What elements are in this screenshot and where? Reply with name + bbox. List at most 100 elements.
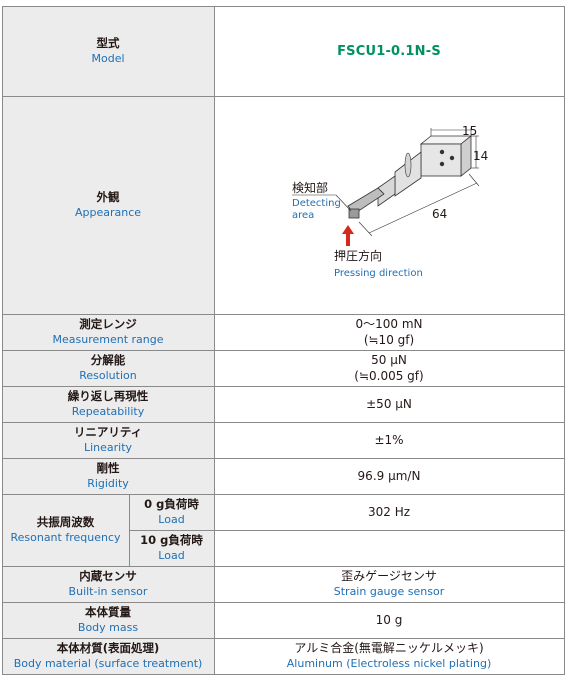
load-10g-label-jp: 10 g負荷時 — [140, 533, 203, 547]
body-material-label-cell: 本体材質(表面処理) Body material (surface treatm… — [2, 638, 214, 674]
rule-row-4 — [2, 386, 564, 387]
rule-row-2 — [2, 314, 564, 315]
built-in-sensor-label-cell: 内蔵センサ Built-in sensor — [2, 566, 214, 602]
measurement-range-value-cell: 0〜100 mN (≒10 gf) — [214, 314, 564, 350]
repeatability-label-cell: 繰り返し再現性 Repeatability — [2, 386, 214, 422]
linearity-value-cell: ±1% — [214, 422, 564, 458]
pressing-arrow-icon — [342, 225, 354, 246]
model-label-jp: 型式 — [96, 36, 120, 50]
rule-row-10 — [2, 602, 564, 603]
body-material-label-jp: 本体材質(表面処理) — [56, 641, 160, 655]
screw-hole-2 — [449, 155, 455, 161]
built-in-sensor-label-en: Built-in sensor — [68, 585, 148, 598]
measurement-range-value-2: (≒10 gf) — [363, 333, 415, 347]
rigidity-label-jp: 剛性 — [96, 461, 120, 475]
resonant-frequency-label-cell: 共振周波数 Resonant frequency — [2, 494, 129, 566]
rule-row-8 — [129, 530, 564, 531]
rule-row-6 — [2, 458, 564, 459]
load-0g-label-en: Load — [158, 513, 185, 526]
resolution-value-1: 50 μN — [371, 353, 407, 367]
resolution-value-2: (≒0.005 gf) — [354, 369, 424, 383]
built-in-sensor-value-en: Strain gauge sensor — [333, 585, 445, 598]
pressing-direction-en: Pressing direction — [334, 268, 423, 279]
body-mass-label-cell: 本体質量 Body mass — [2, 602, 214, 638]
dim-length-label: 64 — [432, 207, 447, 221]
load-0g-label-cell: 0 g負荷時 Load — [129, 494, 214, 530]
pressing-direction-jp: 押圧方向 — [334, 248, 382, 263]
built-in-sensor-value-jp: 歪みゲージセンサ — [341, 569, 437, 583]
load-10g-label-cell: 10 g負荷時 Load — [129, 530, 214, 566]
built-in-sensor-label-jp: 内蔵センサ — [79, 569, 137, 583]
resolution-label-cell: 分解能 Resolution — [2, 350, 214, 386]
rigidity-label-cell: 剛性 Rigidity — [2, 458, 214, 494]
resolution-label-en: Resolution — [79, 369, 137, 382]
linearity-label-jp: リニアリティ — [73, 425, 143, 439]
linearity-label-cell: リニアリティ Linearity — [2, 422, 214, 458]
model-label-en: Model — [91, 52, 125, 65]
appearance-drawing-cell: 15 14 64 検知部 Detecting area 押圧方向 Pressin… — [214, 96, 564, 314]
appearance-label-jp: 外観 — [96, 190, 120, 204]
resonant-frequency-label-en: Resonant frequency — [10, 531, 121, 544]
measurement-range-label-en: Measurement range — [52, 333, 164, 346]
body-mass-value: 10 g — [375, 613, 403, 627]
linearity-label-en: Linearity — [83, 441, 133, 454]
detecting-area-en-2: area — [292, 210, 314, 221]
built-in-sensor-value-cell: 歪みゲージセンサ Strain gauge sensor — [214, 566, 564, 602]
load-0g-value-cell: 302 Hz — [214, 494, 564, 530]
sensor-neck — [377, 175, 396, 207]
rule-row-1 — [2, 96, 564, 97]
dim-length-ext-2 — [468, 173, 480, 187]
measurement-range-label-cell: 測定レンジ Measurement range — [2, 314, 214, 350]
tip-head — [348, 208, 360, 219]
block-front-face — [420, 143, 462, 177]
body-ring — [404, 152, 412, 178]
body-material-value-en: Aluminum (Electroless nickel plating) — [286, 657, 492, 670]
resolution-value-cell: 50 μN (≒0.005 gf) — [214, 350, 564, 386]
repeatability-label-en: Repeatability — [71, 405, 145, 418]
dim-length-line — [368, 182, 478, 234]
rule-row-9 — [2, 566, 564, 567]
dim-length-ext-1 — [358, 221, 373, 237]
dim-width-label: 15 — [462, 124, 477, 138]
load-0g-value: 302 Hz — [367, 505, 411, 519]
rule-center — [214, 6, 215, 675]
rule-left — [2, 6, 3, 675]
detecting-area-en-1: Detecting — [292, 198, 341, 209]
rule-row-7 — [2, 494, 564, 495]
rule-right — [564, 6, 565, 675]
appearance-label-cell: 外観 Appearance — [2, 96, 214, 314]
rule-bottom — [2, 674, 564, 675]
rigidity-value: 96.9 μm/N — [357, 469, 421, 483]
linearity-value: ±1% — [374, 433, 404, 447]
repeatability-value-cell: ±50 μN — [214, 386, 564, 422]
load-10g-label-en: Load — [158, 549, 185, 562]
model-value: FSCU1-0.1N-S — [337, 43, 441, 59]
rule-resonant-split — [129, 494, 130, 566]
rigidity-label-en: Rigidity — [87, 477, 129, 490]
screw-hole-3 — [439, 161, 445, 167]
model-label-cell: 型式 Model — [2, 6, 214, 96]
body-material-label-en: Body material (surface treatment) — [13, 657, 203, 670]
rule-row-3 — [2, 350, 564, 351]
load-0g-label-jp: 0 g負荷時 — [144, 497, 199, 511]
measurement-range-label-jp: 測定レンジ — [79, 317, 137, 331]
rule-row-5 — [2, 422, 564, 423]
appearance-label-en: Appearance — [74, 206, 142, 219]
body-mass-value-cell: 10 g — [214, 602, 564, 638]
resonant-frequency-label-jp: 共振周波数 — [36, 515, 95, 529]
load-10g-value-cell — [214, 530, 564, 566]
body-mass-label-jp: 本体質量 — [85, 605, 131, 619]
detecting-leader-d — [335, 194, 352, 212]
detecting-area-jp: 検知部 — [292, 180, 328, 195]
resolution-label-jp: 分解能 — [90, 353, 126, 367]
sensor-drawing: 15 14 64 検知部 Detecting area 押圧方向 Pressin… — [292, 124, 488, 279]
body-mass-label-en: Body mass — [77, 621, 139, 634]
rule-top — [2, 6, 564, 7]
model-value-cell: FSCU1-0.1N-S — [214, 6, 564, 96]
body-material-value-cell: アルミ合金(無電解ニッケルメッキ) Aluminum (Electroless … — [214, 638, 564, 674]
rigidity-value-cell: 96.9 μm/N — [214, 458, 564, 494]
rule-row-11 — [2, 638, 564, 639]
repeatability-value: ±50 μN — [366, 397, 412, 411]
body-material-value-jp: アルミ合金(無電解ニッケルメッキ) — [294, 641, 484, 655]
